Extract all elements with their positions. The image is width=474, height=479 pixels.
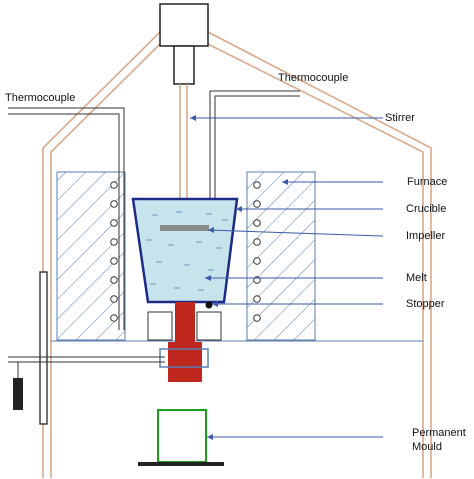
label-permanent-mould-line1: Permanent [412,427,466,439]
label-stopper: Stopper [406,298,445,310]
crucible [131,197,239,304]
label-impeller: Impeller [406,230,446,242]
stopper-plug [205,301,213,309]
stirrer-motor [159,3,209,85]
leader-lines [190,117,384,438]
support-blocks [147,311,222,341]
outer-casing [42,31,432,478]
label-melt: Melt [406,272,427,284]
label-stirrer: Stirrer [385,112,415,124]
furnace-right [246,171,316,341]
lever-mechanism [8,271,165,425]
label-crucible: Crucible [406,203,447,215]
permanent-mould [138,409,224,466]
furnace-left [56,171,126,341]
label-permanent-mould-line2: Mould [412,441,442,453]
thermocouple-left [8,107,125,330]
stopper-holder [159,348,209,368]
label-furnace: Furnace [407,176,448,188]
label-thermocouple-left: Thermocouple [5,92,76,104]
leader-arrowheads [190,115,288,440]
impeller [160,225,209,231]
label-thermocouple-right: Thermocouple [278,72,349,84]
